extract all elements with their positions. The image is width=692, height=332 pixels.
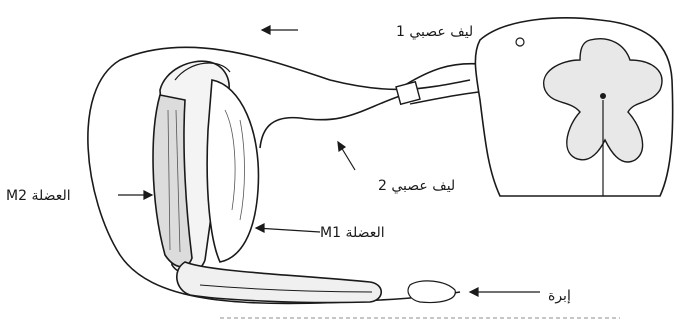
- arrow-m2: [118, 191, 152, 199]
- forearm: [177, 262, 381, 303]
- arrow-m1: [256, 224, 320, 232]
- spinal-cord-section: [475, 18, 672, 196]
- ganglion: [396, 82, 420, 105]
- arrow-needle: [470, 288, 540, 296]
- label-nerve-fiber-1: ليف عصبي 1: [396, 24, 473, 40]
- hand: [408, 281, 455, 303]
- label-muscle-m2: العضلة M2: [6, 188, 71, 204]
- nerve-trunk: [405, 64, 480, 85]
- label-needle: إبرة: [548, 288, 571, 304]
- muscle-m1: [207, 80, 258, 262]
- arrow-fiber1: [262, 26, 298, 34]
- label-muscle-m1: العضلة M1: [320, 225, 385, 241]
- arrow-fiber2: [338, 142, 355, 170]
- nerve-fiber-2: [260, 96, 400, 148]
- label-nerve-fiber-2: ليف عصبي 2: [378, 178, 455, 194]
